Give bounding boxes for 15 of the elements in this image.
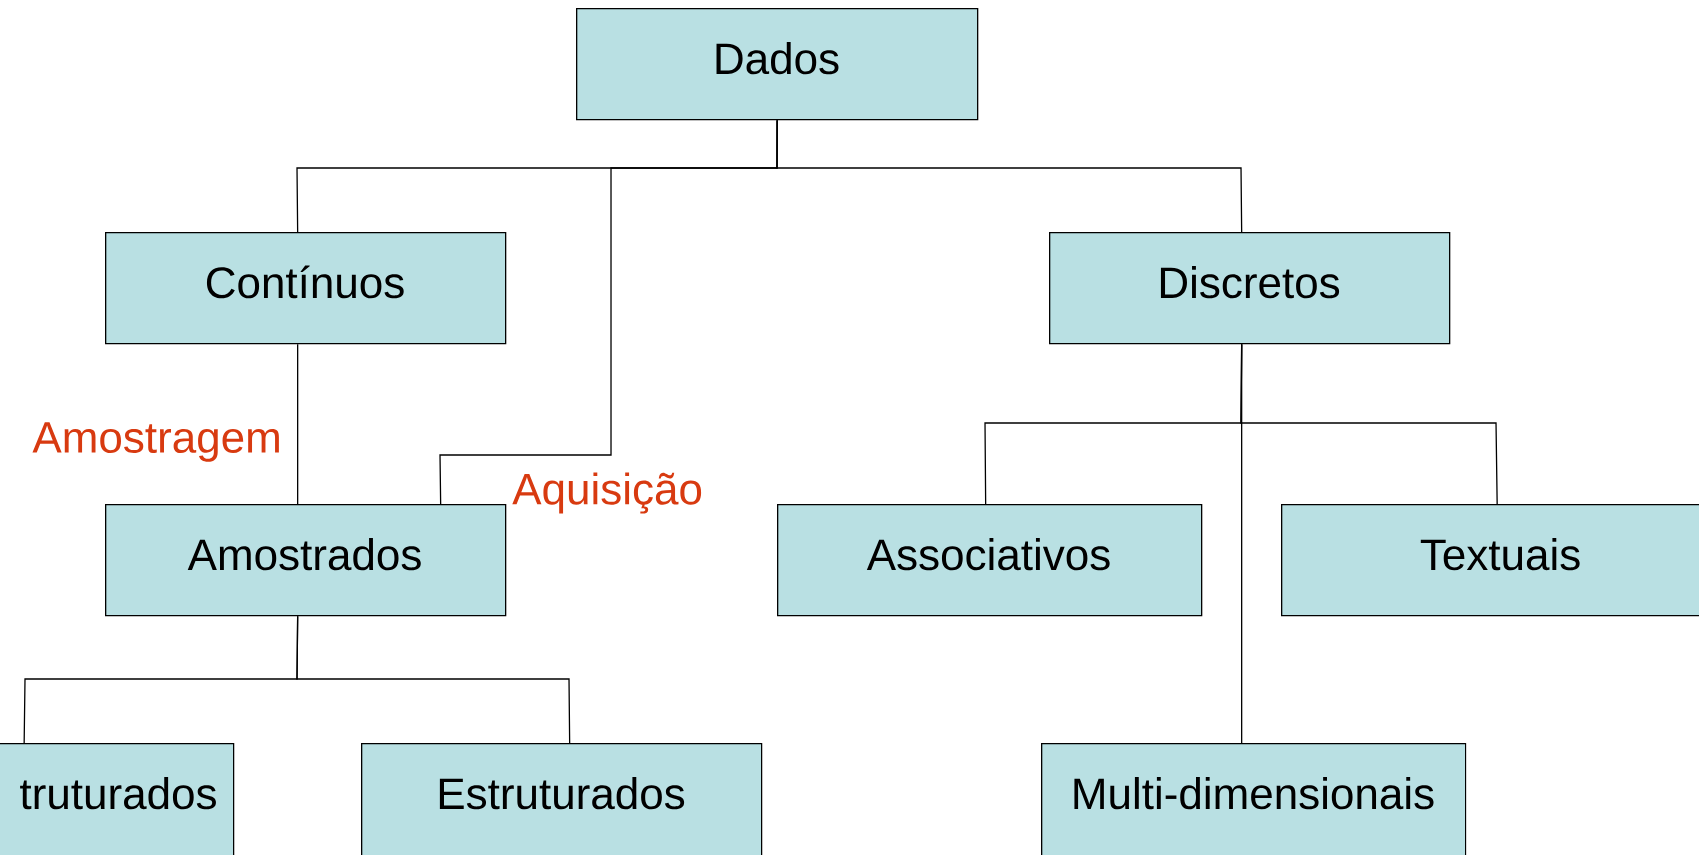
connector-line (296, 615, 571, 744)
category-box: Associativos (777, 504, 1203, 617)
edge-label: Aquisição (511, 471, 704, 515)
edge-label: Amostragem (31, 421, 283, 463)
connector-line (1241, 343, 1243, 744)
connector-line (297, 343, 299, 505)
category-box: Contínuos (105, 232, 507, 345)
category-box: Amostrados (105, 504, 507, 617)
connector-line (439, 119, 778, 505)
category-box: Estruturados (361, 743, 763, 855)
category-box: Dados (576, 8, 979, 121)
category-box: truturados (0, 743, 235, 855)
category-box: Textuais (1281, 504, 1699, 617)
category-box: Discretos (1049, 232, 1451, 345)
category-box: Multi-dimensionais (1041, 743, 1467, 855)
